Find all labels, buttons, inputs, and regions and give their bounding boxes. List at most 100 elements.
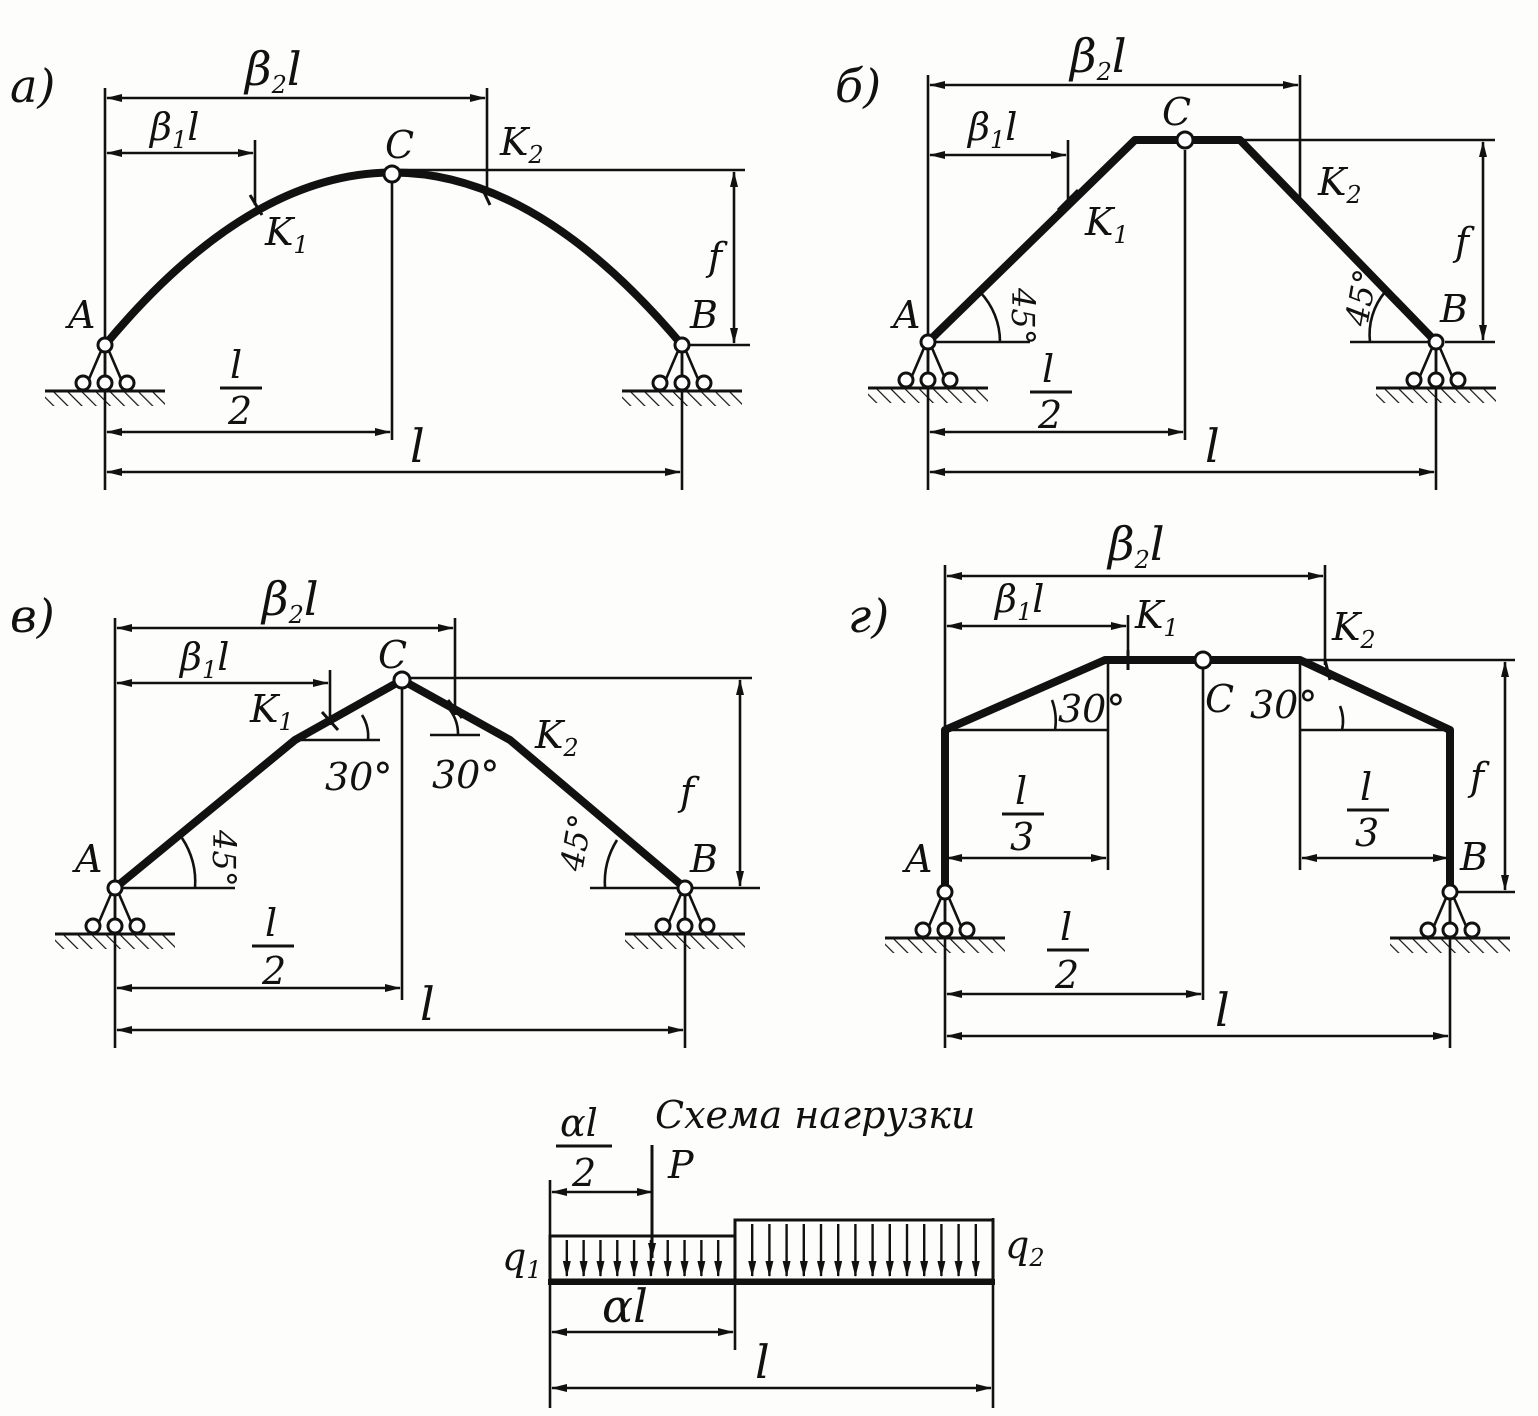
panel-a: а) β2l β1l C K1 K2 A B f l 2 l — [10, 42, 750, 490]
panel-a-label-f: f — [705, 235, 728, 279]
panel-a-mark-k1 — [248, 194, 264, 216]
panel-c-arc-right — [603, 839, 619, 889]
panel-a-label-a: A — [65, 293, 95, 337]
panel-a-beta2-l: l — [287, 42, 302, 96]
panel-b-support-a — [866, 333, 990, 405]
panel-d-third-left-num: l — [1015, 769, 1027, 813]
load-alpha-half-num: αl — [560, 1101, 598, 1145]
panel-c-beta2-sub: 2 — [288, 601, 304, 629]
panel-d-tag: г) — [848, 589, 889, 643]
panel-a-half-den: 2 — [227, 389, 252, 433]
panel-c-beta1-sub: 1 — [202, 656, 217, 684]
panel-d-label-k1: K — [1134, 593, 1166, 637]
panel-c-beta2: β — [260, 572, 289, 626]
svg-text:K1: K1 — [264, 210, 309, 259]
panel-c-angle-top-left: 30° — [325, 755, 392, 799]
panel-b-label-c: C — [1162, 90, 1191, 134]
panel-d-label-a: A — [902, 837, 932, 881]
panel-d: г) β2l β1l C K1 K2 A B f 30° 3 — [848, 517, 1515, 1048]
svg-text:β1l: β1l — [148, 105, 199, 154]
load-span: l — [755, 1335, 770, 1389]
panel-c-frame — [111, 676, 689, 892]
panel-c-label-k2-sub: 2 — [562, 734, 578, 762]
panel-d-beta1-sub: 1 — [1017, 598, 1032, 626]
panel-a-tag: а) — [10, 59, 55, 113]
panel-c-tag: в) — [10, 589, 55, 643]
panel-c-label-a: A — [72, 837, 102, 881]
panel-c-arc-top-right — [448, 709, 460, 736]
svg-text:K2: K2 — [534, 713, 579, 762]
panel-c-angle-right: 45° — [552, 811, 599, 874]
panel-a-mark-k2 — [480, 187, 492, 206]
panel-b-label-f: f — [1452, 220, 1475, 264]
panel-b-label-a: A — [890, 293, 920, 337]
panel-b-label-k2: K — [1317, 160, 1349, 204]
load-title: Схема нагрузки — [655, 1093, 975, 1137]
panel-c-support-a — [53, 879, 177, 951]
svg-text:β1l: β1l — [966, 105, 1017, 154]
panel-d-support-b — [1388, 883, 1512, 955]
panel-d-label-k1-sub: 1 — [1163, 614, 1178, 642]
panel-c-beta1-l: l — [217, 635, 229, 679]
panel-d-mark-k2 — [1323, 659, 1332, 681]
panel-a-support-b — [620, 336, 744, 408]
panel-c-mark-k2 — [446, 699, 464, 719]
panel-d-angle-right: 30° — [1250, 683, 1317, 727]
panel-c-support-b — [623, 879, 747, 951]
svg-text:β2l: β2l — [1106, 517, 1165, 574]
panel-d-half-num: l — [1060, 905, 1072, 949]
panel-a-label-c: C — [385, 123, 414, 167]
load-q1-arrows — [562, 1240, 723, 1277]
svg-text:K1: K1 — [1084, 200, 1129, 249]
load-scheme: Схема нагрузки αl 2 P q1 q2 αl l — [502, 1093, 1045, 1408]
svg-text:q2: q2 — [1005, 1223, 1045, 1272]
panel-b-arc-right — [1368, 291, 1387, 343]
load-label-q1: q — [502, 1235, 526, 1279]
panel-d-beta2: β — [1106, 517, 1135, 571]
panel-a-beta1: β — [148, 105, 172, 149]
panel-c-span: l — [420, 977, 435, 1031]
svg-text:K1: K1 — [249, 687, 294, 736]
panel-a-beta2: β — [243, 42, 272, 96]
load-q1-block — [548, 1234, 737, 1282]
panel-a-label-k2: K — [499, 120, 531, 164]
panel-d-support-a — [883, 883, 1007, 955]
panel-a-span: l — [410, 419, 425, 473]
panel-d-beta2-l: l — [1150, 517, 1165, 571]
panel-a-beta2-sub: 2 — [271, 71, 287, 99]
panel-d-beta2-sub: 2 — [1134, 546, 1150, 574]
panel-b-beta1-l: l — [1005, 105, 1017, 149]
load-label-q2-sub: 2 — [1028, 1244, 1044, 1272]
panel-b-half-num: l — [1042, 347, 1054, 391]
panel-b-half-den: 2 — [1037, 393, 1062, 437]
load-q2-block — [733, 1218, 995, 1282]
panel-b-beta2: β — [1068, 29, 1097, 83]
panel-a-label-k1-sub: 1 — [293, 231, 308, 259]
load-q2-arrows — [748, 1224, 980, 1277]
panel-c-half-den: 2 — [261, 949, 286, 993]
panel-c-arc-top-left — [360, 714, 370, 741]
panel-b-span: l — [1205, 419, 1220, 473]
panel-d-label-k2: K — [1331, 605, 1363, 649]
panel-c-mark-k1 — [320, 711, 340, 731]
panel-b-label-k1-sub: 1 — [1113, 221, 1128, 249]
svg-text:β2l: β2l — [260, 572, 319, 629]
panel-a-arch — [101, 168, 686, 349]
panel-d-arc-right — [1338, 705, 1345, 731]
panel-a-hinge-c — [382, 164, 402, 184]
svg-text:β1l: β1l — [178, 635, 229, 684]
panel-c-beta1: β — [178, 635, 202, 679]
load-alpha-half-den: 2 — [571, 1151, 596, 1195]
panel-d-third-right-den: 3 — [1355, 811, 1379, 855]
panel-b-angle-right: 45° — [1337, 266, 1384, 329]
svg-text:K2: K2 — [499, 120, 544, 169]
panel-c-label-k1: K — [249, 687, 281, 731]
panel-b-label-k2-sub: 2 — [1345, 181, 1361, 209]
panel-a-support-a — [43, 336, 167, 408]
panel-b-beta1-sub: 1 — [990, 126, 1005, 154]
load-label-q1-sub: 1 — [526, 1256, 541, 1284]
panel-d-beta1: β — [993, 577, 1017, 621]
panel-b-mark-k1 — [1056, 188, 1080, 212]
